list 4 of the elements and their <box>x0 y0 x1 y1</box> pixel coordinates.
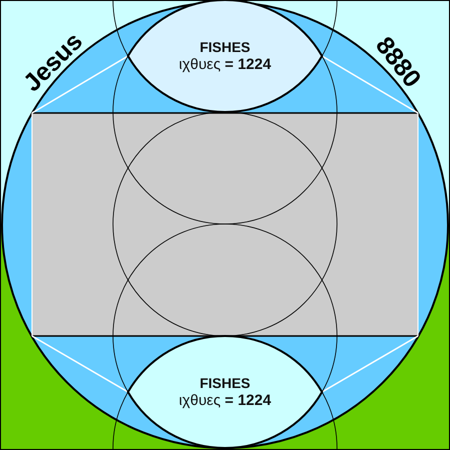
fishes-heading: FISHES <box>200 38 250 56</box>
fishes-heading: FISHES <box>200 374 250 392</box>
greek-value-text: ιχθυες = 1224 <box>178 392 272 410</box>
greek-value-text: ιχθυες = 1224 <box>178 56 272 74</box>
